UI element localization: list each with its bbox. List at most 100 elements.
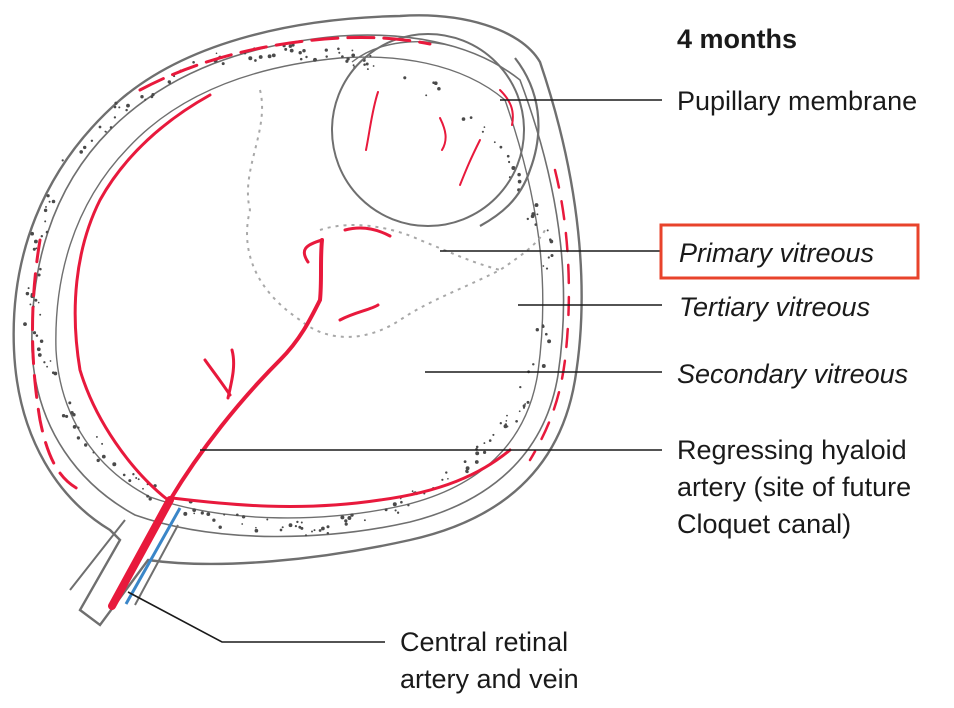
stipple-dot: [345, 523, 348, 526]
stipple-dot: [144, 99, 146, 101]
stipple-dot: [535, 203, 539, 207]
stipple-dot: [350, 513, 353, 516]
stipple-dot: [550, 240, 552, 242]
stipple-dot: [62, 414, 65, 417]
stipple-dot: [289, 523, 293, 527]
stipple-dot: [517, 173, 521, 177]
stipple-dot: [206, 512, 210, 516]
stipple-dot: [327, 532, 329, 534]
label-pupillary-membrane: Pupillary membrane: [677, 86, 917, 116]
stipple-dot: [280, 529, 283, 532]
stipple-dot: [353, 64, 355, 66]
eye-globe: [14, 15, 582, 625]
stipple-dot: [149, 497, 152, 500]
stipple-dot: [545, 333, 548, 336]
stipple-dot: [112, 462, 116, 466]
stipple-dot: [295, 525, 297, 527]
stipple-dot: [222, 62, 225, 65]
stipple-dot: [93, 452, 95, 454]
stipple-dot: [29, 303, 31, 305]
stipple-dot: [83, 146, 86, 149]
choroid-outline: [32, 35, 564, 536]
stipple-dot: [347, 516, 351, 520]
stipple-dot: [326, 525, 329, 528]
stipple-dot: [123, 474, 126, 477]
stipple-dot: [437, 87, 441, 91]
stipple-dot: [212, 519, 215, 522]
stipple-dot: [44, 209, 47, 212]
stipple-dot: [425, 94, 427, 96]
stipple-dot: [49, 201, 51, 203]
stipple-dot: [118, 106, 120, 108]
stipple-dot: [441, 479, 443, 481]
stipple-dot: [140, 95, 143, 98]
stipple-dot: [102, 455, 106, 459]
stipple-dot: [259, 55, 263, 59]
stipple-dot: [125, 109, 127, 111]
stipple-dot: [489, 439, 492, 442]
stipple-dot: [505, 420, 507, 422]
stipple-dot: [272, 54, 276, 58]
stipple-dot: [519, 410, 521, 412]
stipple-dot: [508, 161, 510, 163]
stipple-dot: [300, 58, 303, 61]
stipple-dot: [445, 471, 447, 473]
stipple-dot: [50, 360, 52, 362]
stipple-dot: [515, 420, 518, 423]
stipple-dot: [37, 347, 41, 351]
stipple-dot: [296, 521, 298, 523]
stipple-dot: [302, 49, 305, 52]
stipple-dot: [542, 325, 545, 328]
stage-title: 4 months: [677, 24, 797, 54]
stipple-dot: [52, 371, 55, 374]
stipple-dot: [351, 49, 353, 51]
stipple-dot: [68, 401, 71, 404]
stipple-dot: [218, 525, 221, 528]
stipple-dot: [527, 401, 530, 404]
label-hyaloid-line-3: Cloquet canal): [677, 509, 851, 539]
stipple-dot: [484, 126, 486, 128]
stipple-dot: [506, 415, 508, 417]
stipple-dot: [30, 232, 34, 236]
stipple-dot: [507, 155, 510, 158]
stipple-dot: [26, 292, 29, 295]
stipple-dot: [216, 52, 218, 54]
stipple-dot: [464, 460, 467, 463]
stipple-dot: [114, 116, 116, 118]
stipple-dot: [34, 299, 37, 302]
hyaloid-branch-4: [340, 305, 378, 320]
stipple-dot: [84, 443, 87, 446]
stipple-dot: [104, 131, 106, 133]
stipple-dot: [548, 256, 550, 258]
leader-central-retinal: [128, 592, 385, 642]
stipple-dot: [62, 159, 64, 161]
stipple-dot: [151, 93, 154, 96]
stipple-dot: [193, 513, 195, 515]
stipple-dot: [364, 519, 366, 521]
stipple-dot: [192, 61, 195, 64]
stipple-dot: [300, 527, 303, 530]
stipple-dot: [367, 68, 369, 70]
stipple-dot: [527, 218, 529, 220]
stipple-dot: [363, 63, 366, 66]
stipple-dot: [241, 523, 243, 525]
stipple-dot: [39, 314, 41, 316]
lens-outline: [332, 34, 524, 226]
stipple-dot: [536, 213, 538, 215]
stipple-dot: [476, 446, 479, 449]
stipple-dot: [183, 512, 187, 516]
stipple-dot: [132, 473, 134, 475]
stipple-dot: [403, 76, 406, 79]
stipple-dot: [97, 459, 100, 462]
retina-outline: [56, 57, 543, 518]
stipple-dot: [255, 529, 259, 533]
inner-vitreous-boundary: [320, 225, 500, 270]
label-primary-vitreous: Primary vitreous: [679, 238, 874, 268]
stipple-dot: [466, 470, 469, 473]
stipple-dot: [268, 54, 272, 58]
stipple-dot: [536, 328, 539, 331]
stipple-dot: [192, 508, 196, 512]
stipple-dot: [475, 460, 479, 464]
stipple-dot: [397, 512, 399, 514]
stipple-dot: [201, 511, 204, 514]
